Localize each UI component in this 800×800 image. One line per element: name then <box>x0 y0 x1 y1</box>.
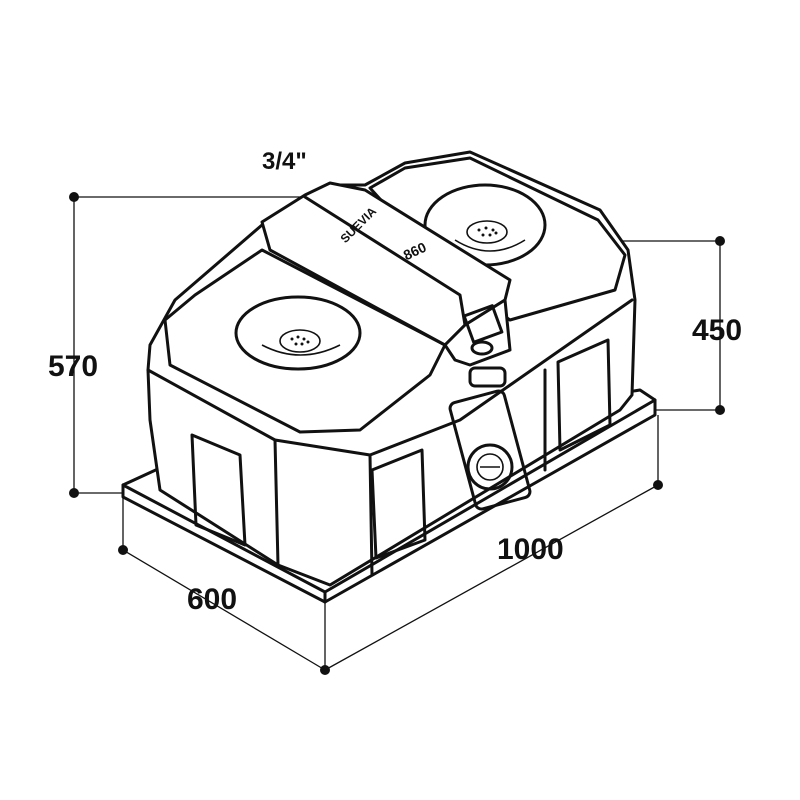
valve-panel <box>448 389 532 511</box>
left-lid <box>163 248 447 434</box>
dimension-1000 <box>320 415 663 675</box>
inspection-windows <box>190 338 612 560</box>
height-450-label: 450 <box>692 314 743 347</box>
right-bowl-grate <box>466 220 508 244</box>
fitting-size-label: 3/4" <box>262 148 307 175</box>
height-570-label: 570 <box>48 350 99 383</box>
length-1000-label: 1000 <box>497 533 564 566</box>
dimension-450 <box>598 236 725 415</box>
inlet-fitting-icon <box>466 443 514 491</box>
window-front <box>370 448 427 560</box>
left-drinking-bowl <box>234 295 362 371</box>
dimension-600 <box>118 495 326 671</box>
valve-housing <box>260 181 512 388</box>
left-bowl-grate <box>279 329 321 353</box>
window-right <box>556 338 612 452</box>
dimension-570 <box>69 192 305 498</box>
window-left <box>190 433 247 547</box>
width-600-label: 600 <box>187 583 238 616</box>
